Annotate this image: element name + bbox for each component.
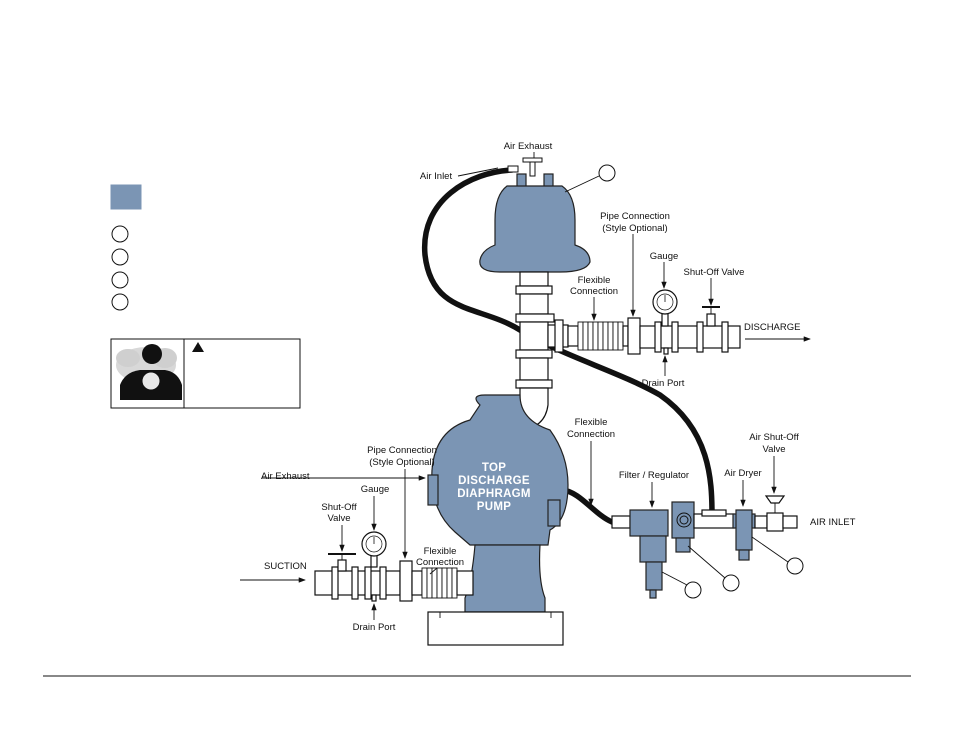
pump-title-line-2: DISCHARGE xyxy=(458,475,530,487)
label-pipe-connection-top-2: (Style Optional) xyxy=(602,223,667,234)
shutoff-valve-bottom-icon xyxy=(328,553,356,572)
label-air-exhaust-left: Air Exhaust xyxy=(261,471,310,482)
gauge-top-icon xyxy=(652,289,678,327)
warning-box: ! xyxy=(110,338,301,409)
label-gauge-top: Gauge xyxy=(650,251,679,262)
pump-title-line-4: PUMP xyxy=(477,501,511,513)
label-flexible-bottom-2: Connection xyxy=(416,557,464,568)
legend-callout-3 xyxy=(111,271,129,289)
label-pipe-connection-top-1: Pipe Connection xyxy=(600,211,670,222)
suction-line xyxy=(314,560,474,602)
label-drain-port-top: Drain Port xyxy=(642,378,685,389)
label-pipe-connection-bottom-2: (Style Optional) xyxy=(369,457,434,468)
label-flexible-top-1: Flexible xyxy=(578,275,611,286)
air-chamber xyxy=(479,185,591,273)
pump-housing xyxy=(431,394,569,546)
air-supply-line xyxy=(611,495,798,599)
label-flexible-bottom-1: Flexible xyxy=(424,546,457,557)
pump-exhaust-port xyxy=(427,474,439,506)
label-shutoff-bottom-1: Shut-Off xyxy=(321,502,357,513)
pump-pedestal xyxy=(464,544,546,613)
label-air-inlet-right: AIR INLET xyxy=(810,517,856,528)
diagram-callout-filter xyxy=(684,581,702,599)
shutoff-valve-top-icon xyxy=(702,306,720,327)
pump-base xyxy=(427,611,564,646)
label-flexible-top-2: Connection xyxy=(570,286,618,297)
discharge-riser xyxy=(515,271,555,431)
label-air-shutoff-1: Air Shut-Off xyxy=(749,432,799,443)
pump-title-line-3: DIAPHRAGM xyxy=(457,488,531,500)
legend-callout-1 xyxy=(111,225,129,243)
diagram-callout-dryer xyxy=(786,557,804,575)
label-air-shutoff-2: Valve xyxy=(762,444,785,455)
legend-callout-2 xyxy=(111,248,129,266)
label-air-inlet-top: Air Inlet xyxy=(420,171,453,182)
label-suction: SUCTION xyxy=(264,561,307,572)
pump-title-line-1: TOP xyxy=(482,462,506,474)
legend-callout-4 xyxy=(111,293,129,311)
label-air-dryer: Air Dryer xyxy=(724,468,761,479)
label-gauge-bottom: Gauge xyxy=(361,484,390,495)
label-flexible-mid-2: Connection xyxy=(567,429,615,440)
diagram-callout-top xyxy=(598,164,616,182)
diagram-callout-regulator xyxy=(722,574,740,592)
air-hose-flex xyxy=(560,487,615,525)
person-hazard-icon xyxy=(116,344,182,400)
label-shutoff-valve-top: Shut-Off Valve xyxy=(684,267,745,278)
discharge-line xyxy=(547,317,741,355)
label-pipe-connection-bottom-1: Pipe Connection xyxy=(367,445,437,456)
pump-air-valve xyxy=(547,499,561,527)
legend-swatch xyxy=(110,184,142,210)
label-discharge: DISCHARGE xyxy=(744,322,800,333)
label-flexible-mid-1: Flexible xyxy=(575,417,608,428)
label-drain-port-bottom: Drain Port xyxy=(353,622,396,633)
gauge-bottom-icon xyxy=(361,531,387,568)
label-filter-regulator: Filter / Regulator xyxy=(619,470,689,481)
air-exhaust-muffler xyxy=(507,157,554,189)
label-air-exhaust-top: Air Exhaust xyxy=(504,141,553,152)
label-shutoff-bottom-2: Valve xyxy=(327,513,350,524)
warning-triangle-icon xyxy=(192,342,204,352)
warning-exclaim: ! xyxy=(195,346,197,353)
